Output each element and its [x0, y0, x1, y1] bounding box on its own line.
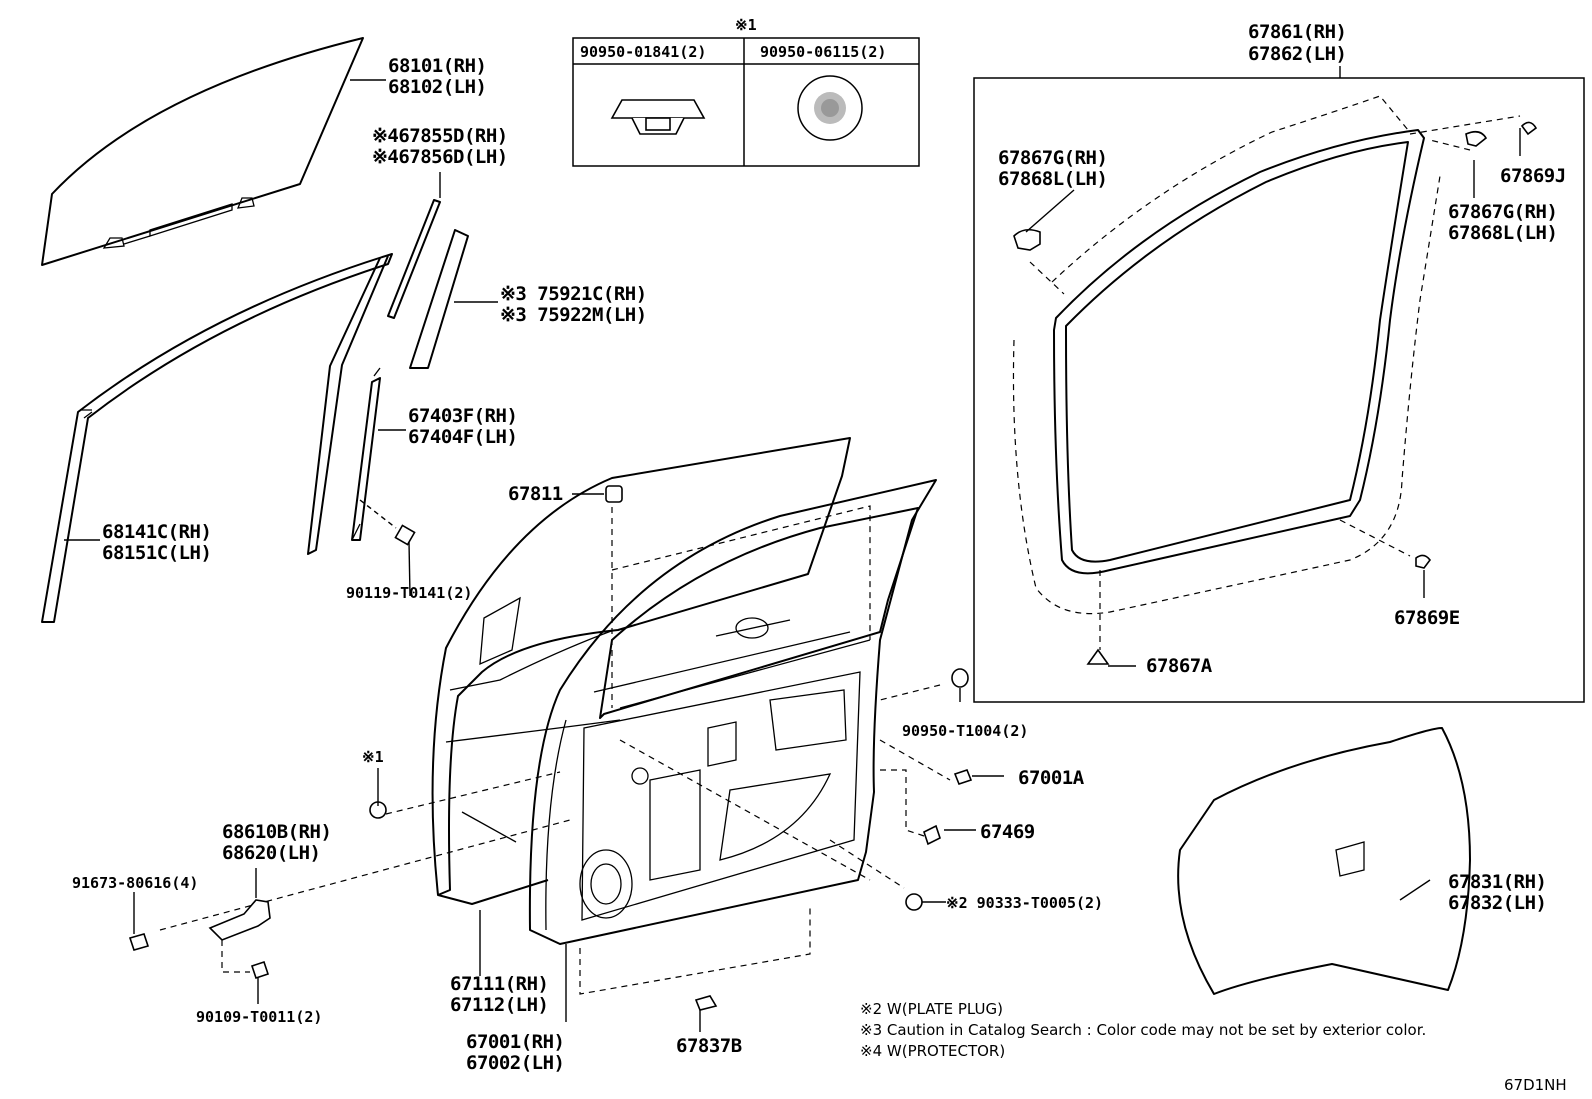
- label-67837b: 67837B: [676, 1035, 742, 1057]
- label-75922: ※3 75922M(LH): [500, 304, 647, 326]
- plate-plug-90333: [905, 893, 923, 911]
- label-90119: 90119-T0141(2): [346, 584, 472, 602]
- protector-strip: [387, 199, 441, 319]
- front-door-shell: [431, 437, 937, 945]
- label-67855: ※467855D(RH): [372, 125, 508, 147]
- label-68151: 68151C(LH): [102, 542, 211, 564]
- label-67867a: 67867A: [1146, 655, 1213, 677]
- label-67856: ※467856D(LH): [372, 146, 508, 168]
- weatherstrip-panel: [973, 77, 1585, 703]
- callout-labels: 68101(RH) 68102(LH) ※467855D(RH) ※467856…: [72, 21, 1566, 1074]
- label-mark1-door: ※1: [362, 748, 384, 766]
- legend-col1-part: 90950-01841(2): [580, 43, 706, 61]
- door-trim-panel: [1177, 727, 1471, 995]
- plug-icon: [797, 75, 863, 141]
- clip-67811: [605, 485, 623, 503]
- label-67868l-right: 67868L(LH): [1448, 222, 1557, 244]
- label-67867g-upper: 67867G(RH): [998, 147, 1107, 169]
- clip-67469: [923, 824, 941, 846]
- label-68102: 68102(LH): [388, 76, 486, 98]
- assembly-dashes: [159, 496, 951, 995]
- label-75921: ※3 75921C(RH): [500, 283, 647, 305]
- label-67403: 67403F(RH): [408, 405, 517, 427]
- label-67831: 67831(RH): [1448, 871, 1546, 893]
- label-67002: 67002(LH): [466, 1052, 564, 1074]
- label-68101: 68101(RH): [388, 55, 486, 77]
- clip-marker-1: [369, 801, 387, 819]
- window-glass: [41, 37, 364, 266]
- note-3: ※3 Caution in Catalog Search : Color cod…: [860, 1021, 1426, 1039]
- label-67811: 67811: [508, 483, 563, 505]
- label-68610: 68610B(RH): [222, 821, 331, 843]
- plug-90950: [951, 668, 969, 688]
- label-68141: 68141C(RH): [102, 521, 211, 543]
- label-67861: 67861(RH): [1248, 21, 1346, 43]
- label-90950-t1004: 90950-T1004(2): [902, 722, 1028, 740]
- glass-run-channel: [41, 253, 393, 623]
- clip-67837b: [694, 995, 718, 1011]
- door-hinge: [128, 899, 271, 980]
- label-90109: 90109-T0011(2): [196, 1008, 322, 1026]
- note-2: ※2 W(PLATE PLUG): [860, 1000, 1003, 1018]
- label-67862: 67862(LH): [1248, 43, 1346, 65]
- label-67832: 67832(LH): [1448, 892, 1546, 914]
- label-67868l-upper: 67868L(LH): [998, 168, 1107, 190]
- label-67469: 67469: [980, 821, 1035, 843]
- label-67869e: 67869E: [1394, 607, 1460, 629]
- label-67404: 67404F(LH): [408, 426, 517, 448]
- clip-icon: [610, 99, 706, 135]
- diagram-code: 67D1NH: [1504, 1076, 1567, 1094]
- door-frame-garnish: [409, 229, 469, 369]
- division-bar: [351, 367, 381, 541]
- note-4: ※4 W(PROTECTOR): [860, 1042, 1005, 1060]
- bumper-67001a: [953, 769, 973, 785]
- label-67001a: 67001A: [1018, 767, 1085, 789]
- footnotes: ※2 W(PLATE PLUG) ※3 Caution in Catalog S…: [860, 1000, 1567, 1094]
- label-67111: 67111(RH): [450, 973, 548, 995]
- label-91673: 91673-80616(4): [72, 874, 198, 892]
- clip-legend-table: ※1 90950-01841(2) 90950-06115(2): [572, 16, 920, 167]
- label-90333: ※2 90333-T0005(2): [946, 894, 1103, 912]
- label-67869j: 67869J: [1500, 165, 1566, 187]
- leader-lines: [64, 66, 1521, 1032]
- legend-mark: ※1: [735, 16, 757, 34]
- label-68620: 68620(LH): [222, 842, 320, 864]
- label-67001: 67001(RH): [466, 1031, 564, 1053]
- label-67112: 67112(LH): [450, 994, 548, 1016]
- legend-col2-part: 90950-06115(2): [760, 43, 886, 61]
- label-67867g-right: 67867G(RH): [1448, 201, 1557, 223]
- bolt-90119: [359, 499, 416, 597]
